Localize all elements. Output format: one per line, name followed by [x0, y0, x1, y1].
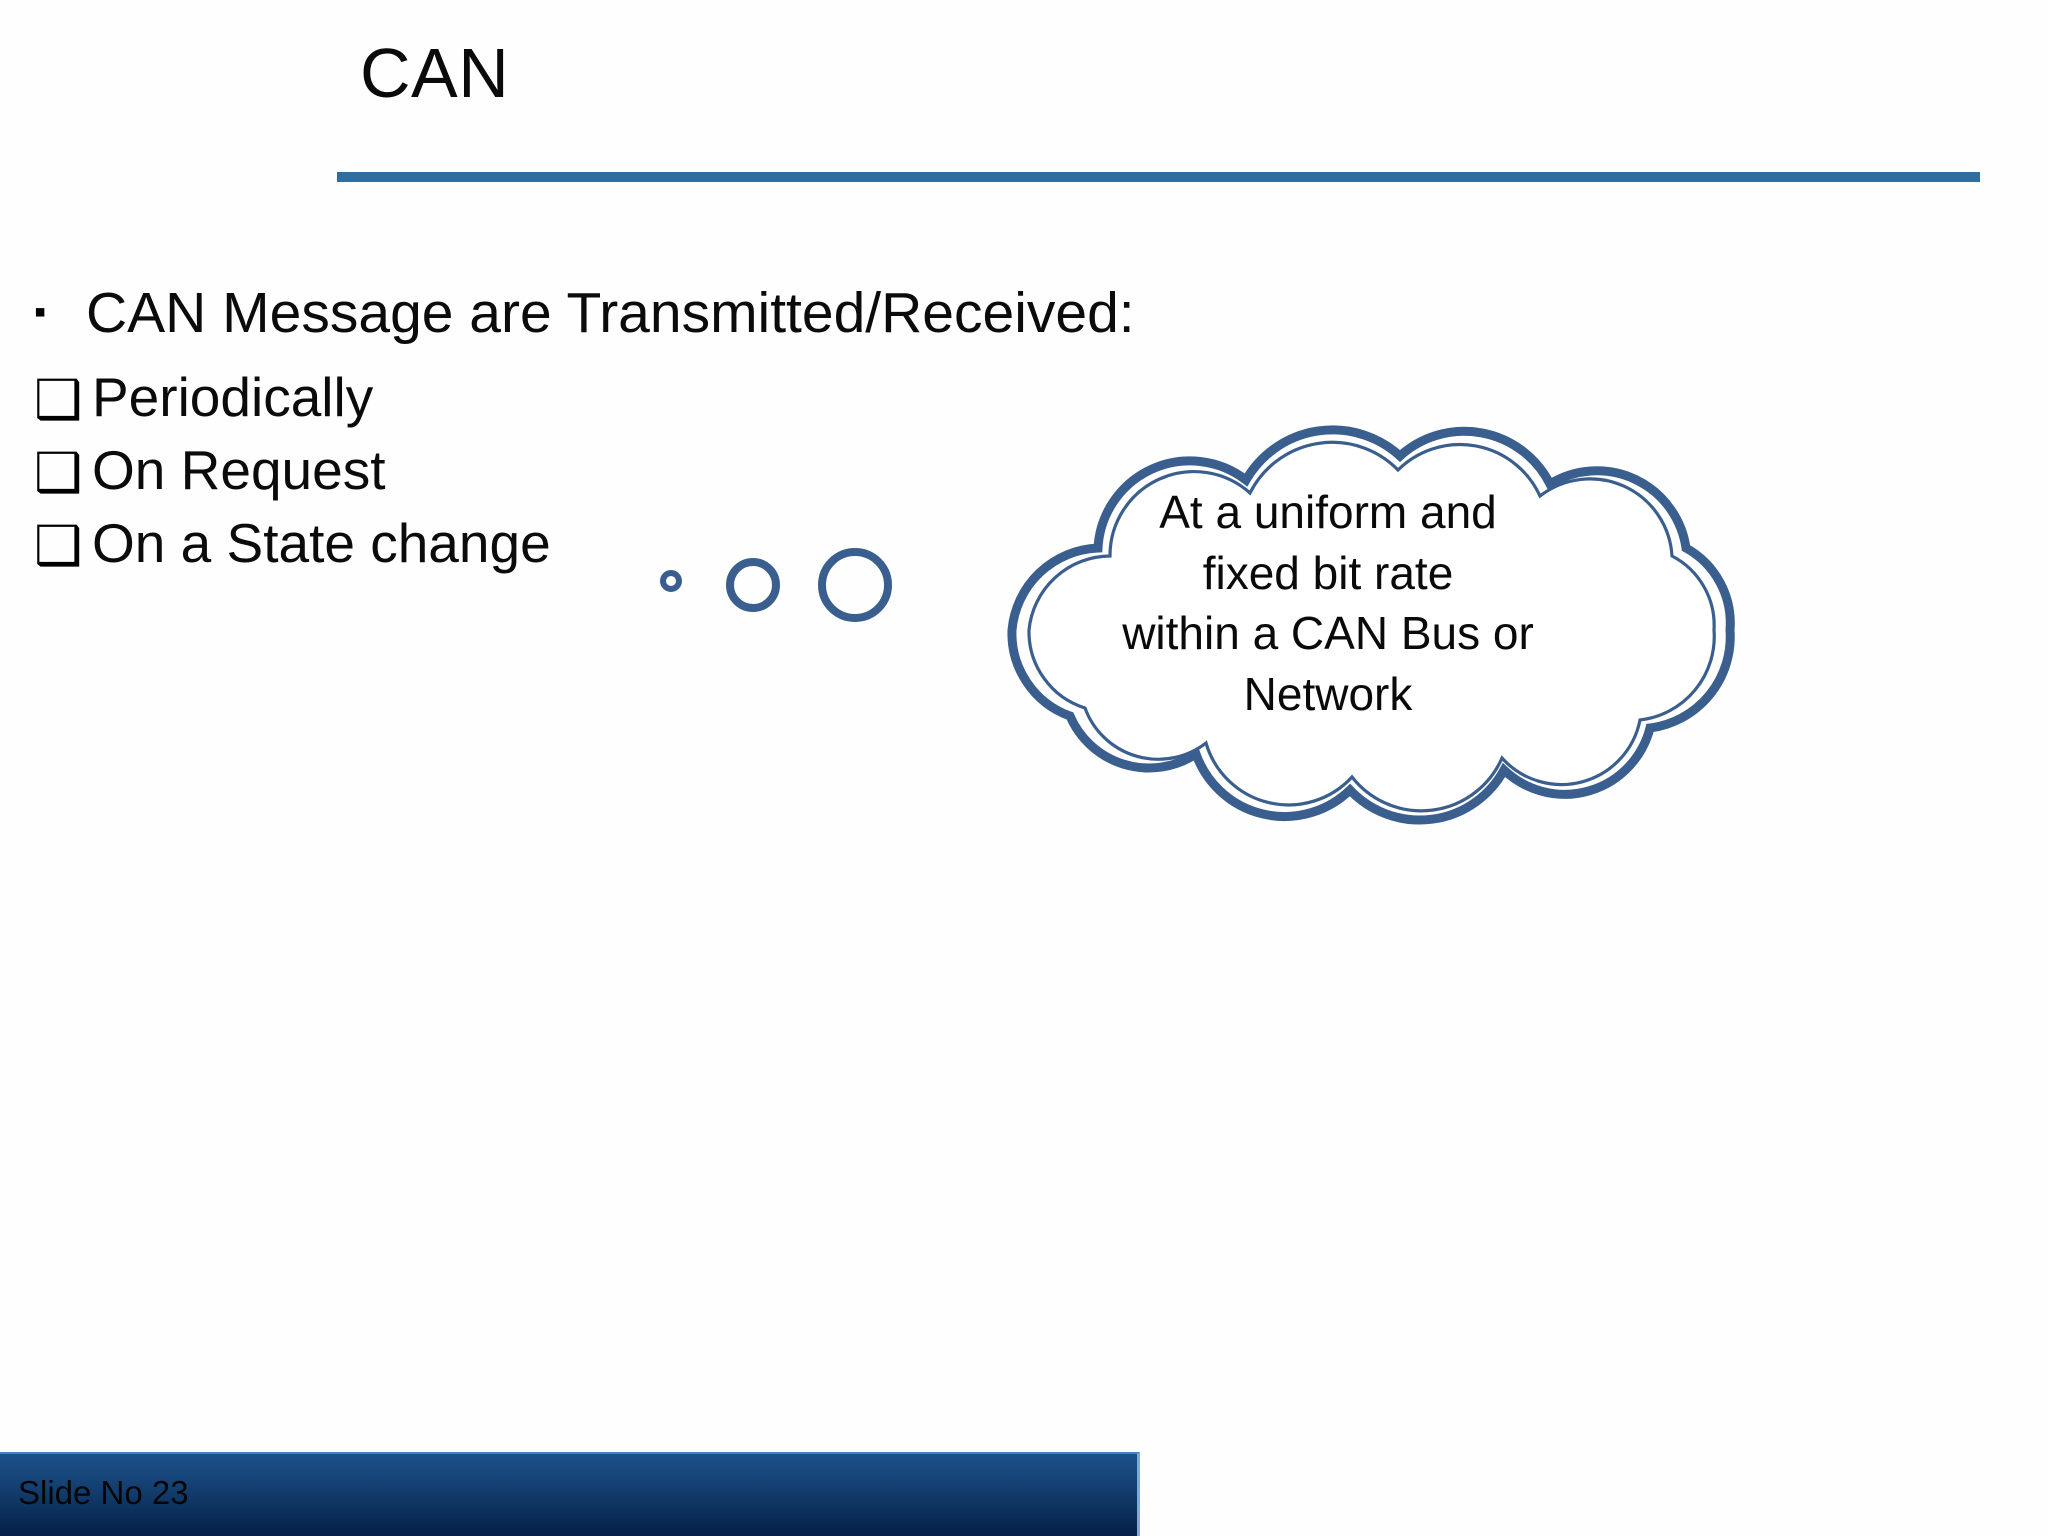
- page-title: CAN: [360, 34, 510, 112]
- checkbox-icon: ❑: [34, 443, 83, 503]
- callout-line-2: fixed bit rate: [1202, 546, 1454, 599]
- list-item-label: Periodically: [92, 366, 374, 429]
- callout-text: At a uniform and fixed bit rate within a…: [1078, 482, 1578, 725]
- square-bullet-icon: ▪: [34, 293, 47, 331]
- list-item-periodically: ❑ Periodically: [34, 363, 1434, 432]
- checkbox-icon: ❑: [34, 370, 83, 431]
- footer-bar: [0, 1452, 1140, 1536]
- list-item-label: CAN Message are Transmitted/Received:: [86, 281, 1135, 345]
- thought-tail-bubble-medium: [726, 558, 780, 612]
- list-item-label: On a State change: [92, 511, 551, 574]
- checkbox-icon: ❑: [34, 515, 83, 576]
- list-item-label: On Request: [92, 439, 386, 501]
- callout-line-1: At a uniform and: [1159, 486, 1497, 538]
- thought-tail-bubble-large: [818, 548, 892, 622]
- callout-line-4: Network: [1243, 668, 1413, 721]
- slide-number-label: Slide No 23: [18, 1474, 189, 1511]
- callout-line-3: within a CAN Bus or: [1122, 607, 1534, 660]
- list-item-on-state-change: ❑ On a State change: [34, 509, 1434, 578]
- body-content: ▪ CAN Message are Transmitted/Received: …: [34, 278, 1434, 582]
- list-item-heading: ▪ CAN Message are Transmitted/Received:: [34, 278, 1434, 349]
- list-item-on-request: ❑ On Request: [34, 436, 1434, 505]
- title-divider: [337, 172, 1980, 182]
- thought-tail-bubble-small: [660, 570, 682, 592]
